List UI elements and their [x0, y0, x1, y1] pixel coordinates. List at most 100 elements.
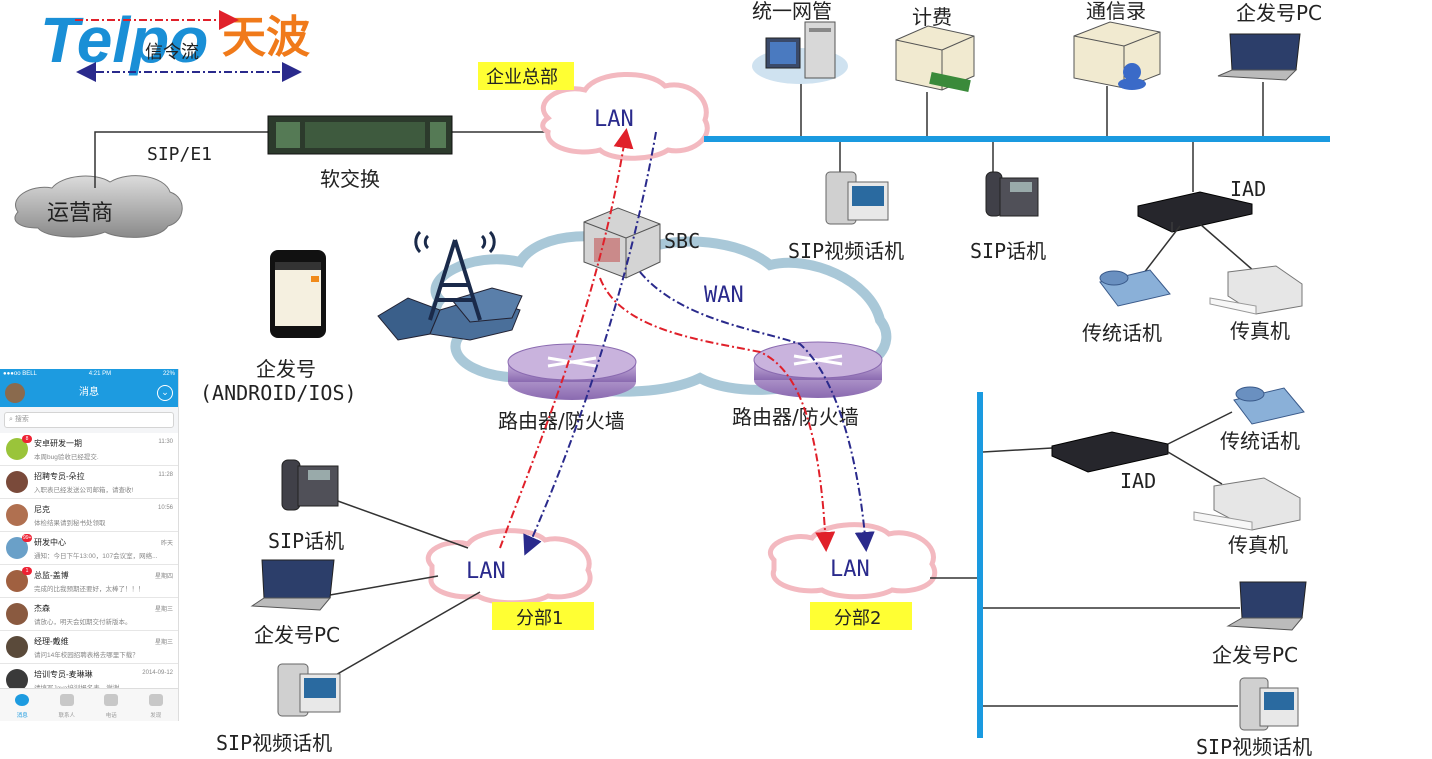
conversation-preview: 请放心，明天会如期交付新版本。	[34, 619, 132, 626]
more-icon	[148, 694, 163, 706]
avatar	[6, 603, 28, 625]
analog-phone-hq	[1099, 269, 1171, 307]
conversation-name: 培训专员-麦琳琳	[34, 670, 93, 679]
iad-b2-label: IAD	[1120, 469, 1156, 493]
sip-e1-label: SIP/E1	[147, 144, 212, 165]
sip-phone-b1	[281, 459, 339, 511]
iad-hq	[1137, 191, 1253, 233]
unread-badge: 1	[22, 567, 32, 575]
conversation-preview: 通知：今日下午13:00，107会议室，网络...	[34, 553, 158, 560]
conversation-preview: 请问14年校园招聘表格去哪里下载？	[34, 652, 139, 659]
laptop-b1	[250, 559, 335, 611]
conversation-time: 星期三	[154, 607, 173, 613]
logo-latin: Telpo	[40, 4, 208, 76]
network-mgmt-label: 统一网管	[752, 0, 832, 23]
avatar	[6, 669, 28, 691]
softswitch-label: 软交换	[320, 167, 380, 191]
chat-icon	[15, 694, 30, 706]
sbc-label: SBC	[664, 229, 700, 253]
unread-badge: 8	[22, 435, 32, 443]
conversation-preview: 入职表已经发送公司邮箱，请查收!	[34, 487, 134, 494]
branch1-label: 分部1	[516, 608, 563, 629]
conversation-time: 11:28	[158, 472, 173, 478]
avatar	[6, 636, 28, 658]
branch2-lan-cloud: LAN	[768, 522, 938, 600]
tab-phone[interactable]: 电话	[89, 689, 134, 721]
sip-video-phone-b2	[1239, 677, 1299, 731]
tab-bar: 消息 联系人 电话 发现	[0, 688, 178, 721]
cell-tower	[377, 230, 523, 341]
hq-badge	[478, 62, 574, 90]
analog-phone-hq-label: 传统话机	[1082, 321, 1162, 345]
legend: 信令流	[75, 10, 302, 82]
conversation-name: 杰森	[34, 604, 50, 613]
unread-badge: 99+	[22, 534, 33, 542]
avatar	[6, 471, 28, 493]
pc-b2-label: 企发号PC	[1212, 643, 1298, 667]
search-placeholder: 搜索	[14, 416, 29, 423]
carrier-link	[94, 131, 270, 188]
list-item[interactable]: 99+研发中心 昨天通知：今日下午13:00，107会议室，网络...	[0, 532, 178, 565]
conversation-name: 经理-戴维	[34, 637, 69, 646]
signal-flows	[499, 128, 875, 556]
conversation-time: 10:56	[157, 505, 173, 511]
conversation-name: 安卓研发一期	[34, 439, 82, 448]
search-input[interactable]: ⌕ 搜索	[4, 412, 174, 428]
conversation-preview: 体检结果请到秘书处领取	[34, 520, 106, 527]
router1-label: 路由器/防火墙	[498, 409, 625, 433]
laptop-b2	[1226, 581, 1307, 631]
phone-title-bar: 消息 ⌄	[0, 379, 178, 407]
list-item[interactable]: 杰森 星期三请放心，明天会如期交付新版本。	[0, 598, 178, 631]
sip-video-hq-label: SIP视频话机	[788, 239, 904, 263]
directory-server	[1073, 21, 1161, 90]
avatar	[6, 504, 28, 526]
tab-contacts[interactable]: 联系人	[45, 689, 90, 721]
conversation-name: 研发中心	[34, 538, 66, 547]
conversation-name: 总监-盖博	[34, 571, 69, 580]
avatar	[6, 570, 28, 592]
mobile-phone	[270, 250, 326, 338]
conversation-preview: 完成的比我预期还要好，太棒了！！！	[34, 586, 145, 593]
pc-b1-label: 企发号PC	[254, 623, 340, 647]
avatar	[6, 438, 28, 460]
conversation-name: 招聘专员-朵拉	[34, 472, 85, 481]
conversation-time: 昨天	[160, 541, 173, 547]
softswitch-device	[267, 115, 453, 155]
avatar	[6, 537, 28, 559]
carrier-cloud: 运营商	[14, 175, 183, 238]
list-item[interactable]: 招聘专员-朵拉 11:28 入职表已经发送公司邮箱，请查收!	[0, 466, 178, 499]
router2-label: 路由器/防火墙	[732, 405, 859, 429]
conversation-time: 2014-09-12	[142, 670, 173, 676]
tab-discover[interactable]: 发现	[134, 689, 179, 721]
list-item[interactable]: 经理-戴维星期三请问14年校园招聘表格去哪里下载？	[0, 631, 178, 664]
sip-video-phone-b1	[277, 663, 341, 717]
sip-video-b2-label: SIP视频话机	[1196, 735, 1312, 759]
status-battery: 22%	[162, 371, 175, 377]
fax-b2	[1193, 477, 1301, 531]
branch1-lan-cloud: LAN	[425, 528, 593, 606]
chevron-down-icon[interactable]: ⌄	[157, 385, 173, 401]
iad-b2	[1051, 431, 1169, 473]
contacts-icon	[59, 694, 74, 706]
hq-label: 企业总部	[486, 67, 558, 88]
carrier-label: 运营商	[47, 201, 113, 226]
conversation-preview: 本周bug验收已经提交.	[34, 454, 99, 461]
sbc-device	[583, 207, 661, 279]
sip-video-b1-label: SIP视频话机	[216, 731, 332, 755]
conversation-time: 11:30	[158, 439, 173, 445]
branch2-badge	[810, 602, 912, 630]
avatar[interactable]	[5, 383, 25, 403]
directory-label: 通信录	[1086, 0, 1146, 23]
router-2	[753, 341, 883, 398]
branch2-lan-label: LAN	[830, 557, 870, 582]
tab-messages[interactable]: 消息	[0, 689, 45, 721]
sip-phone-hq-label: SIP话机	[970, 239, 1046, 263]
router-1	[507, 343, 637, 400]
hq-lan-label: LAN	[594, 107, 634, 132]
mobile-os-label: (ANDROID/IOS)	[200, 381, 357, 405]
